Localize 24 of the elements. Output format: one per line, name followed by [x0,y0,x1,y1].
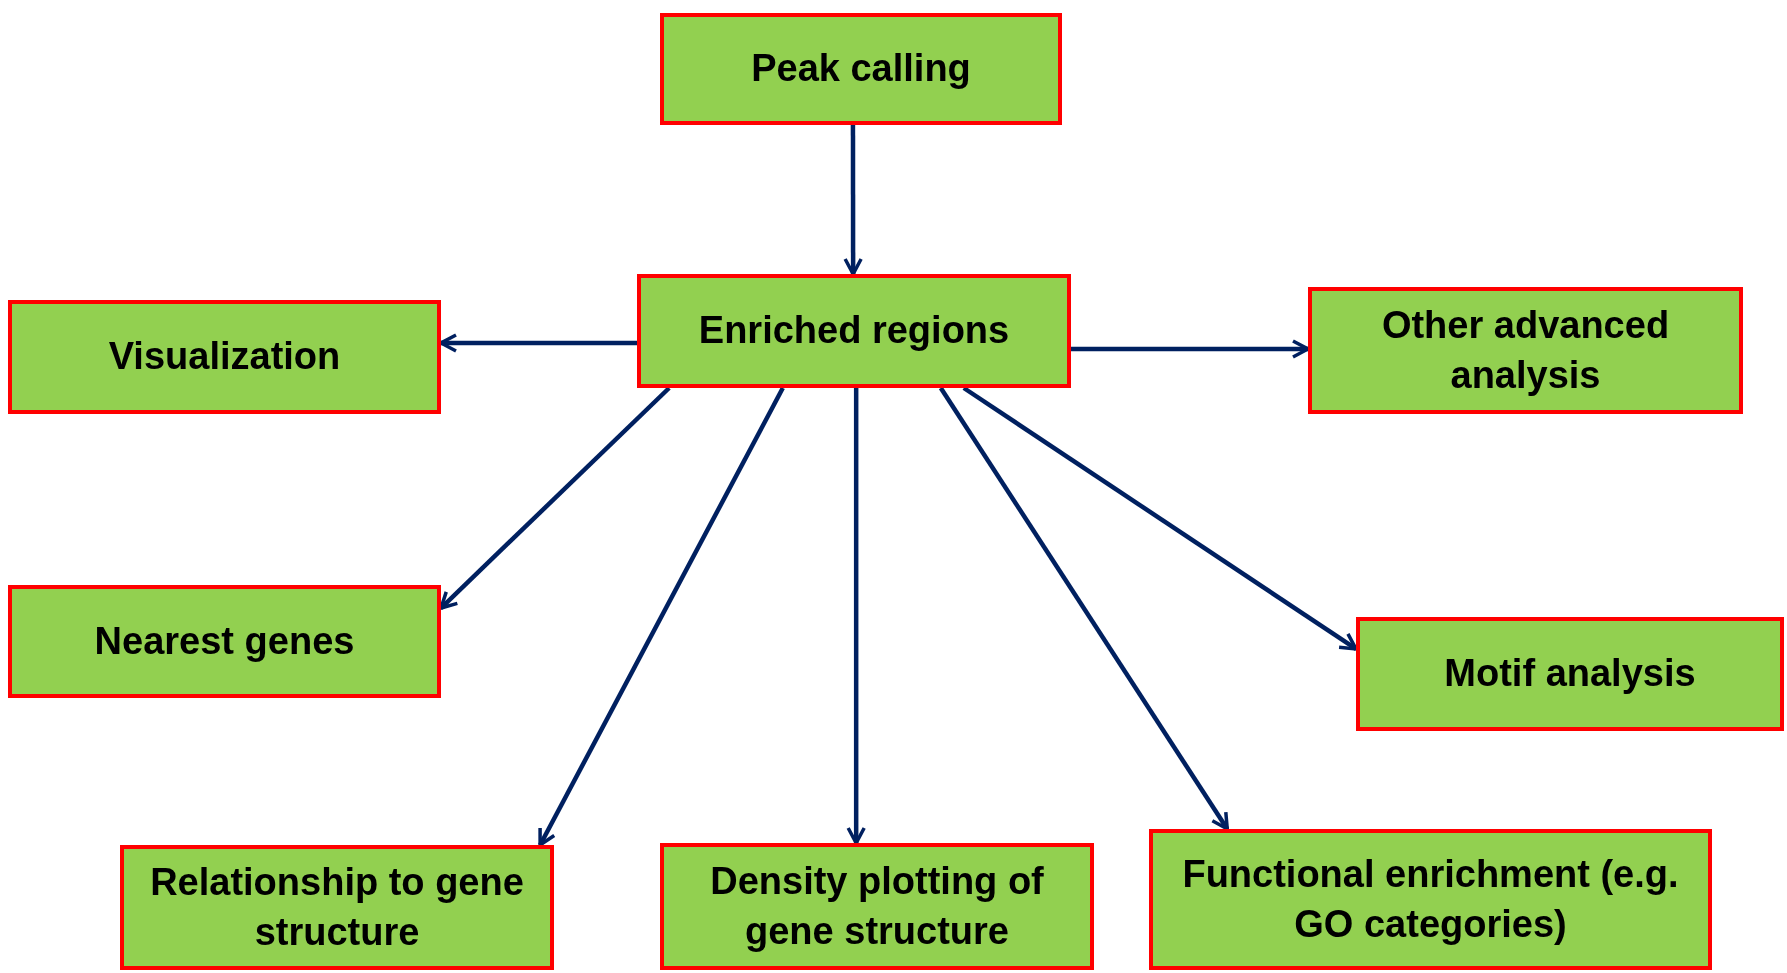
box-label: Nearest genes [94,618,355,664]
process-box [1308,287,1743,414]
arrow [938,386,1230,831]
process-box [1356,617,1784,731]
arrow [843,125,863,276]
arrow [538,386,785,847]
process-box [8,585,441,698]
box-label: Motif analysis [1444,651,1696,697]
box-label: Peak calling [751,46,971,92]
box-label: Visualization [108,334,341,380]
process-box [120,845,554,970]
box-label: Density plotting of gene structure [709,859,1045,954]
box-label: Relationship to gene structure [149,860,525,955]
box-label: Functional enrichment (e.g. GO categories) [1181,852,1680,947]
process-box [637,274,1071,388]
box-label: Other advanced analysis [1380,303,1671,398]
process-box [8,300,441,414]
process-box [660,13,1062,125]
process-box [1149,829,1712,970]
process-box [660,843,1094,970]
box-label: Enriched regions [698,308,1010,354]
arrow [1071,339,1310,359]
arrow [846,388,866,845]
arrow [962,386,1358,651]
